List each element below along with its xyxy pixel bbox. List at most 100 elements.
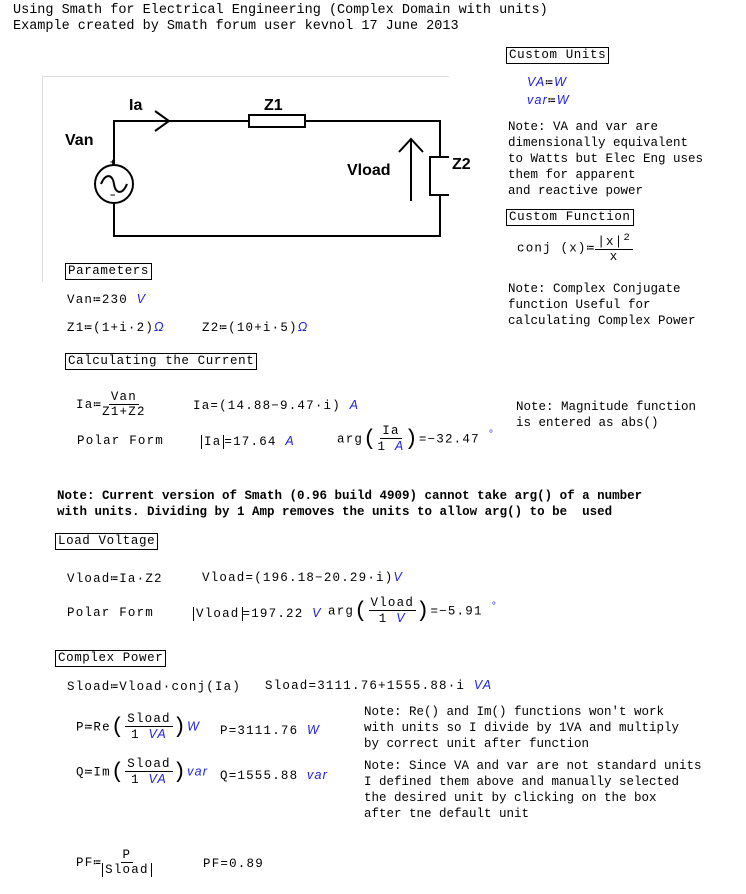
denominator: 1 V — [379, 611, 406, 626]
units-note[interactable]: Note: Since VA and var are not standard … — [364, 759, 702, 821]
van-expr: Van≔230 — [67, 293, 128, 307]
degree-unit: ° — [491, 601, 497, 613]
circuit-schematic-icon — [94, 110, 449, 237]
va-unit: VA — [148, 772, 167, 786]
va-unit: VA — [473, 678, 493, 692]
vload-result[interactable]: Vload=(196.18−20.29·i)V — [202, 570, 403, 585]
sload-result[interactable]: Sload=3111.76+1555.88·i VA — [265, 678, 492, 693]
sload-definition[interactable]: Sload≔Vload·conj(Ia) — [67, 680, 242, 694]
vload-definition[interactable]: Vload≔Ia·Z2 — [67, 572, 163, 586]
label-van: Van — [65, 132, 94, 149]
argument-value: =−32.47 — [418, 432, 480, 447]
custom-units-note[interactable]: Note: VA and var are dimensionally equiv… — [508, 120, 704, 198]
q-result[interactable]: Q=1555.88 var — [220, 768, 328, 783]
z1-definition[interactable]: Z1≔(1+i·2)Ω — [67, 319, 165, 335]
re-im-note[interactable]: Note: Re() and Im() functions won't work… — [364, 705, 680, 751]
title-line-2: Example created by Smath forum user kevn… — [13, 19, 459, 34]
van-definition[interactable]: Van≔230 V — [67, 291, 146, 307]
vload-magnitude[interactable]: Vload=197.22 V — [193, 606, 322, 621]
z2-expr: Z2≔(10+i·5) — [202, 321, 298, 335]
va-unit: VA — [527, 75, 546, 89]
volt-unit: V — [312, 606, 322, 620]
assign-op: ≔ — [545, 76, 555, 90]
var-definition[interactable]: var≔W — [527, 92, 570, 108]
circuit-diagram[interactable]: Ia Z1 Van + − Vload Z2 — [42, 76, 471, 282]
pf-lhs: PF≔ — [76, 855, 103, 870]
var-unit[interactable]: var — [187, 764, 209, 779]
polar-form-label: Polar Form — [67, 606, 155, 620]
label-vload: Vload — [347, 162, 391, 179]
label-z2: Z2 — [452, 156, 471, 173]
q-value: Q=1555.88 — [220, 769, 299, 783]
denominator: x — [609, 250, 619, 265]
custom-function-heading[interactable]: Custom Function — [506, 209, 634, 226]
amp-unit: A — [285, 434, 295, 448]
den-value: 1 — [377, 440, 387, 454]
numerator: Sload — [125, 712, 173, 727]
p-result[interactable]: P=3111.76 W — [220, 723, 320, 738]
abs-ia: Ia — [201, 435, 225, 449]
label-plus: + — [110, 157, 116, 167]
load-voltage-heading[interactable]: Load Voltage — [55, 533, 159, 550]
ohm-unit: Ω — [154, 320, 165, 334]
ia-magnitude[interactable]: Ia=17.64 A — [201, 434, 295, 449]
numerator: Vload — [368, 596, 417, 611]
ohm-unit: Ω — [297, 320, 309, 334]
pf-result[interactable]: PF=0.89 — [203, 857, 264, 871]
arg-func: arg — [337, 432, 364, 447]
complex-power-heading[interactable]: Complex Power — [55, 650, 167, 667]
exponent: 2 — [623, 232, 631, 244]
va-definition[interactable]: VA≔W — [527, 74, 567, 90]
watt-unit[interactable]: W — [556, 93, 570, 107]
z1-expr: Z1≔(1+i·2) — [67, 321, 155, 335]
p-lhs: P≔Re — [76, 720, 111, 735]
argument-value: =−5.91 — [430, 604, 483, 619]
p-value: P=3111.76 — [220, 724, 299, 738]
numerator: Van — [108, 390, 139, 405]
z2-definition[interactable]: Z2≔(10+i·5)Ω — [202, 319, 308, 335]
current-heading[interactable]: Calculating the Current — [65, 353, 258, 370]
magnitude-value: =197.22 — [242, 607, 304, 621]
watt-unit: W — [307, 723, 321, 737]
ia-result[interactable]: Ia=(14.88−9.47·i) A — [193, 398, 359, 413]
denominator: Z1+Z2 — [102, 405, 146, 419]
label-ia: Ia — [129, 97, 143, 114]
q-lhs: Q≔Im — [76, 765, 111, 780]
custom-function-note[interactable]: Note: Complex Conjugate function Useful … — [508, 282, 696, 328]
volt-unit: V — [136, 292, 147, 306]
numerator: |x| — [597, 235, 624, 250]
label-minus: − — [110, 190, 116, 200]
denominator: 1 VA — [131, 727, 167, 742]
magnitude-note[interactable]: Note: Magnitude function is entered as a… — [516, 400, 697, 430]
parameters-heading[interactable]: Parameters — [65, 263, 153, 280]
den-value: 1 — [131, 728, 140, 742]
watt-unit[interactable]: W — [554, 75, 568, 89]
smath-version-note[interactable]: Note: Current version of Smath (0.96 bui… — [57, 489, 643, 519]
magnitude-value: =17.64 — [224, 435, 277, 449]
den-value: 1 — [378, 612, 388, 626]
ia-lhs: Ia≔ — [76, 397, 103, 412]
custom-units-heading[interactable]: Custom Units — [506, 47, 610, 64]
watt-unit[interactable]: W — [187, 719, 201, 734]
label-z1: Z1 — [264, 97, 283, 114]
conj-name: conj — [517, 241, 552, 256]
title-line-1: Using Smath for Electrical Engineering (… — [13, 3, 548, 18]
assign-op: ≔ — [586, 241, 596, 256]
ia-value: Ia=(14.88−9.47·i) — [193, 399, 341, 413]
degree-unit: ° — [488, 429, 494, 441]
conj-arg: (x) — [560, 241, 587, 256]
sload-value: Sload=3111.76+1555.88·i — [265, 679, 466, 693]
